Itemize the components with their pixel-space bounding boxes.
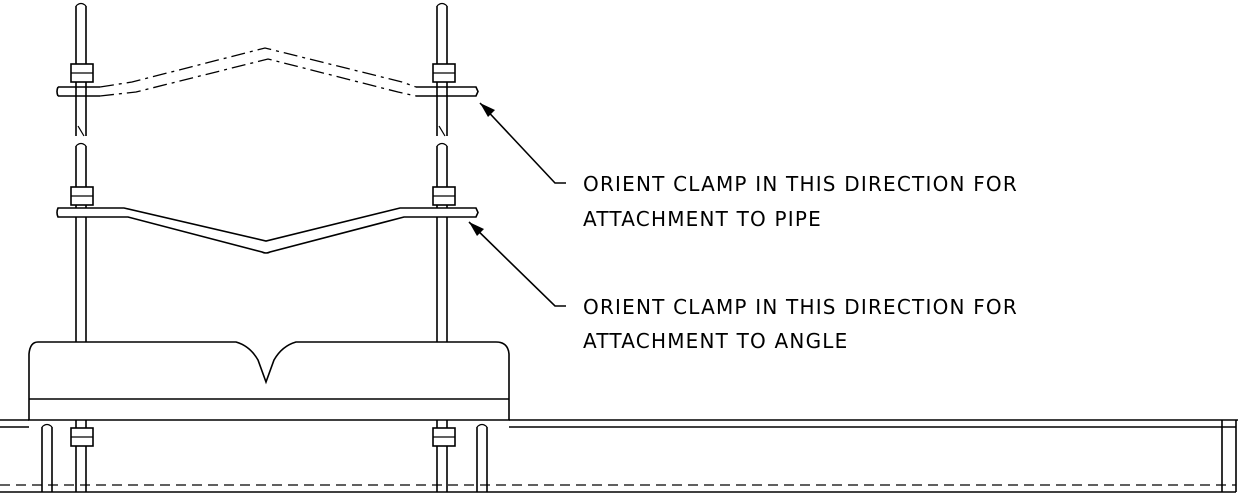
- leader-angle-arrowhead: [469, 222, 484, 236]
- note-angle-line1: ORIENT CLAMP IN THIS DIRECTION FOR: [583, 295, 1018, 319]
- leader-angle: [468, 221, 566, 307]
- top-threaded-rods: [75, 2, 448, 137]
- angle-clamp-plate: [56, 207, 479, 254]
- note-angle-line2: ATTACHMENT TO ANGLE: [583, 329, 848, 353]
- leader-pipe-arrowhead: [480, 103, 495, 117]
- note-pipe-line2: ATTACHMENT TO PIPE: [583, 207, 822, 231]
- pipe-clamp-plate: [56, 47, 479, 97]
- middle-nuts: [70, 186, 456, 206]
- angle-member: [0, 419, 1238, 493]
- note-pipe-line1: ORIENT CLAMP IN THIS DIRECTION FOR: [583, 172, 1018, 196]
- lower-threaded-rods: [75, 142, 448, 342]
- leader-pipe: [479, 102, 566, 184]
- base-block: [28, 341, 510, 421]
- top-nuts: [70, 63, 456, 83]
- bottom-nuts-and-u-bolt-legs: [41, 420, 488, 492]
